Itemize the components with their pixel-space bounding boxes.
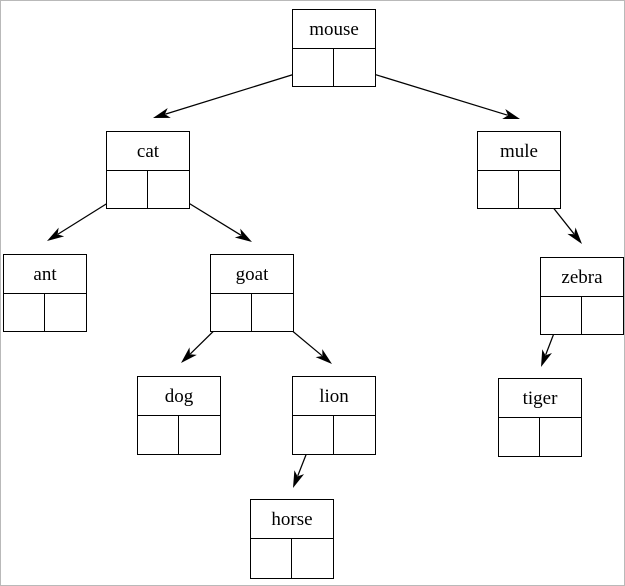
tree-node-label-mouse: mouse	[293, 10, 375, 49]
edge-arrowhead-mouse-mule	[502, 109, 520, 119]
right-pointer-cell-tiger[interactable]	[540, 418, 581, 456]
tree-node-ant[interactable]: ant	[3, 254, 87, 332]
edge-arrowhead-mule-zebra	[567, 227, 582, 244]
tree-node-pointers-zebra	[541, 297, 623, 334]
edge-arrowhead-goat-lion	[315, 349, 332, 364]
tree-node-label-horse: horse	[251, 500, 333, 539]
tree-node-pointers-dog	[138, 416, 220, 454]
tree-node-label-tiger: tiger	[499, 379, 581, 418]
left-pointer-cell-lion[interactable]	[293, 416, 334, 454]
right-pointer-cell-horse[interactable]	[292, 539, 333, 578]
tree-node-cat[interactable]: cat	[106, 131, 190, 209]
right-pointer-cell-mouse[interactable]	[334, 49, 375, 86]
left-pointer-cell-dog[interactable]	[138, 416, 179, 454]
tree-edge-mouse-cat	[153, 68, 312, 118]
right-pointer-cell-dog[interactable]	[179, 416, 220, 454]
tree-node-tiger[interactable]: tiger	[498, 378, 582, 457]
right-pointer-cell-ant[interactable]	[45, 294, 86, 331]
edge-arrowhead-zebra-tiger	[541, 349, 552, 367]
left-pointer-cell-cat[interactable]	[107, 171, 148, 208]
left-pointer-cell-tiger[interactable]	[499, 418, 540, 456]
tree-node-goat[interactable]: goat	[210, 254, 294, 332]
left-pointer-cell-mouse[interactable]	[293, 49, 334, 86]
edge-arrowhead-lion-horse	[293, 470, 305, 488]
tree-node-pointers-tiger	[499, 418, 581, 456]
tree-node-pointers-ant	[4, 294, 86, 331]
edge-arrowhead-goat-dog	[181, 347, 197, 363]
right-pointer-cell-cat[interactable]	[148, 171, 189, 208]
tree-node-mule[interactable]: mule	[477, 131, 561, 209]
right-pointer-cell-zebra[interactable]	[582, 297, 623, 334]
left-pointer-cell-horse[interactable]	[251, 539, 292, 578]
tree-node-mouse[interactable]: mouse	[292, 9, 376, 87]
tree-node-zebra[interactable]: zebra	[540, 257, 624, 335]
left-pointer-cell-ant[interactable]	[4, 294, 45, 331]
left-pointer-cell-mule[interactable]	[478, 171, 519, 208]
tree-node-label-zebra: zebra	[541, 258, 623, 297]
tree-node-label-mule: mule	[478, 132, 560, 171]
tree-node-label-cat: cat	[107, 132, 189, 171]
left-pointer-cell-zebra[interactable]	[541, 297, 582, 334]
tree-node-dog[interactable]: dog	[137, 376, 221, 455]
edge-arrowhead-cat-ant	[47, 227, 65, 241]
edge-line-mouse-mule	[353, 67, 508, 116]
tree-node-pointers-lion	[293, 416, 375, 454]
tree-node-lion[interactable]: lion	[292, 376, 376, 455]
tree-node-pointers-horse	[251, 539, 333, 578]
tree-node-pointers-mouse	[293, 49, 375, 86]
tree-node-pointers-goat	[211, 294, 293, 331]
tree-node-pointers-cat	[107, 171, 189, 208]
tree-node-label-ant: ant	[4, 255, 86, 294]
tree-node-label-goat: goat	[211, 255, 293, 294]
edge-arrowhead-cat-goat	[234, 228, 252, 242]
tree-node-label-dog: dog	[138, 377, 220, 416]
right-pointer-cell-lion[interactable]	[334, 416, 375, 454]
tree-node-pointers-mule	[478, 171, 560, 208]
right-pointer-cell-mule[interactable]	[519, 171, 560, 208]
left-pointer-cell-goat[interactable]	[211, 294, 252, 331]
tree-edge-mouse-mule	[353, 67, 520, 119]
tree-node-horse[interactable]: horse	[250, 499, 334, 579]
edge-arrowhead-mouse-cat	[153, 108, 171, 118]
edge-line-mouse-cat	[165, 68, 312, 115]
right-pointer-cell-goat[interactable]	[252, 294, 293, 331]
tree-node-label-lion: lion	[293, 377, 375, 416]
